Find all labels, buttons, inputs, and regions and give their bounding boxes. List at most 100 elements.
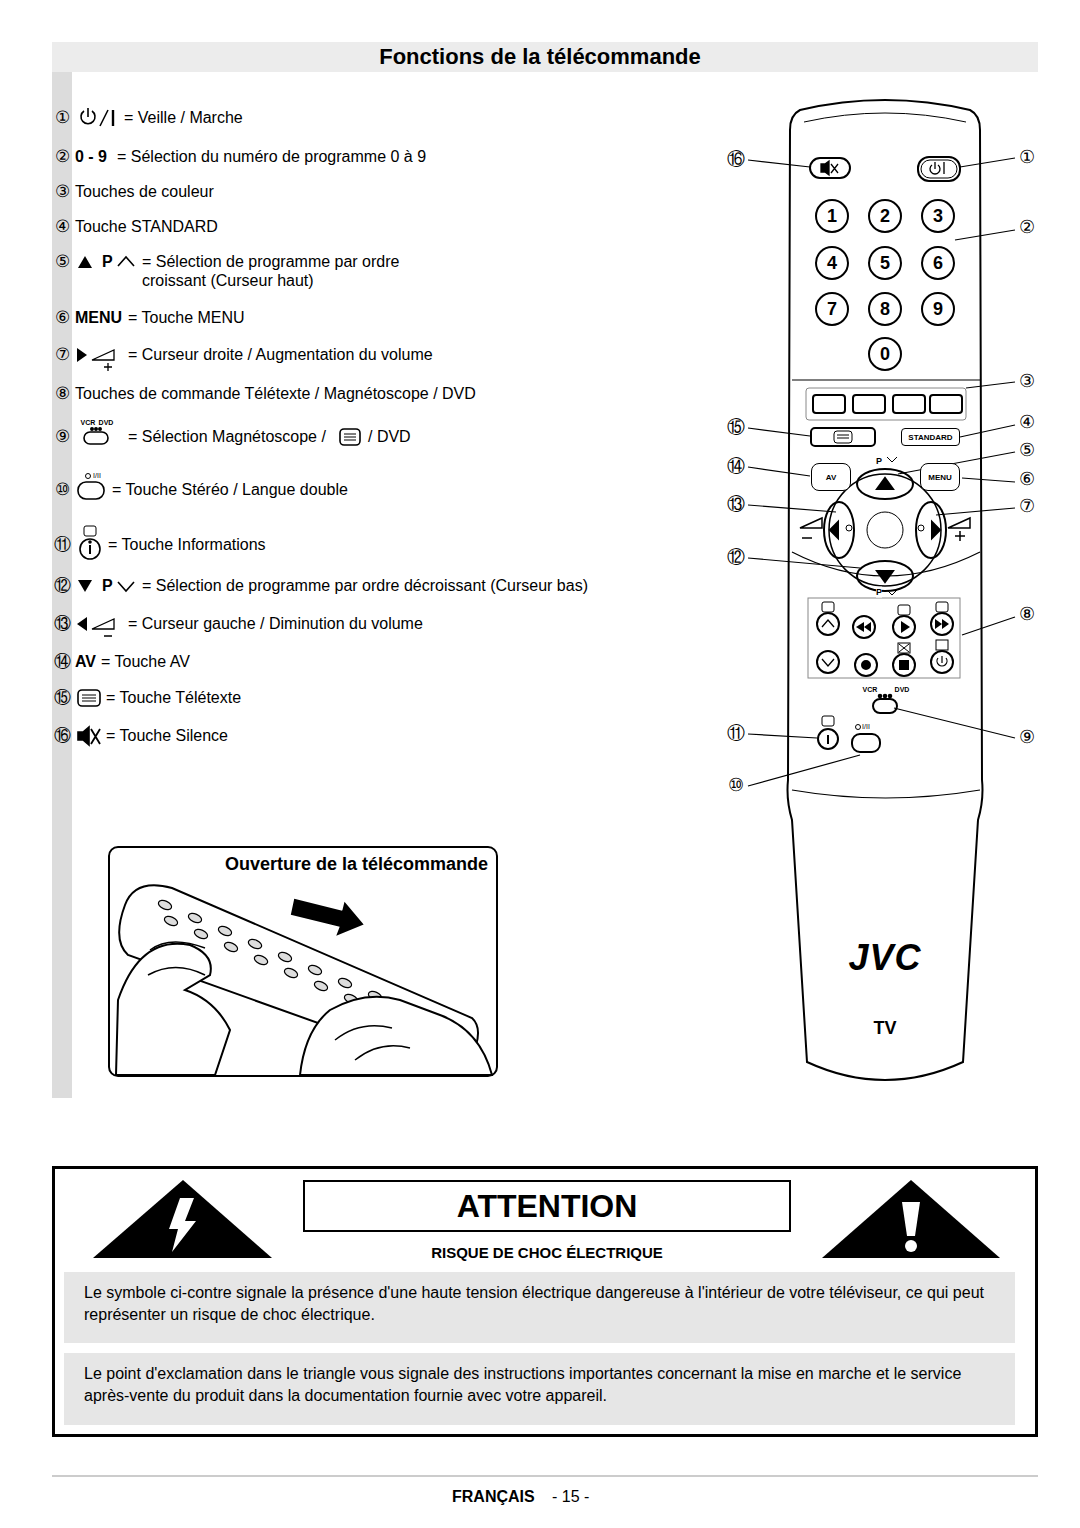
artwork-path xyxy=(118,257,134,266)
node-text: 7 xyxy=(827,299,837,320)
artwork-path xyxy=(792,379,980,380)
artwork-path xyxy=(89,545,91,554)
artwork-rect xyxy=(921,160,957,178)
artwork-path xyxy=(82,695,96,701)
artwork-rect xyxy=(853,395,885,413)
artwork-circle xyxy=(867,512,903,548)
node-text: AV xyxy=(826,473,837,482)
attention-subheading: RISQUE DE CHOC ÉLECTRIQUE xyxy=(431,1244,663,1261)
artwork-polygon xyxy=(935,619,942,629)
callout-number: ⑮ xyxy=(727,417,745,439)
callout-number: ② xyxy=(1019,217,1035,239)
artwork-circle xyxy=(855,654,877,676)
small-marking: DVD xyxy=(99,419,114,427)
callout-number: ③ xyxy=(55,182,70,202)
function-text: = Veille / Marche xyxy=(124,108,243,127)
artwork-circle xyxy=(817,613,839,635)
artwork-path xyxy=(112,110,114,126)
artwork-rect xyxy=(936,602,948,612)
artwork-rect xyxy=(822,602,834,612)
illustration-heading: Ouverture de la télécommande xyxy=(225,854,488,875)
artwork-circle xyxy=(884,695,887,698)
artwork-path xyxy=(748,428,810,436)
artwork-path xyxy=(948,518,970,541)
callout-number: ④ xyxy=(1019,412,1035,434)
artwork-rect xyxy=(340,429,360,445)
small-marking: DVD xyxy=(895,686,910,694)
artwork-rect xyxy=(52,42,1038,72)
callout-number: ① xyxy=(1019,147,1035,169)
artwork-polygon xyxy=(169,1198,196,1252)
artwork-ellipse xyxy=(163,914,179,927)
function-text: = Sélection de programme par ordre crois… xyxy=(142,252,452,290)
artwork-rect xyxy=(930,395,962,413)
callout-number: ⑩ xyxy=(728,775,744,797)
artwork-path xyxy=(804,113,966,122)
callout-number: ⑦ xyxy=(1019,496,1035,518)
artwork-path xyxy=(899,644,909,652)
callout-number: ⑪ xyxy=(54,535,71,555)
artwork-path xyxy=(300,997,492,1075)
artwork-ellipse xyxy=(337,976,353,989)
artwork-path xyxy=(822,620,834,666)
artwork-circle xyxy=(918,525,924,531)
function-text: = Sélection Magnétoscope / xyxy=(128,427,326,446)
node-text: 6 xyxy=(933,253,943,274)
artwork-circle xyxy=(856,725,861,730)
node-text: 3 xyxy=(933,206,943,227)
node-text: 8 xyxy=(880,299,890,320)
artwork-rect xyxy=(852,734,880,752)
small-marking: P xyxy=(876,587,882,598)
artwork-ellipse xyxy=(857,561,913,591)
callout-number: ⑬ xyxy=(54,614,71,634)
small-marking: P xyxy=(876,456,882,467)
function-text: AV xyxy=(75,652,96,671)
artwork-ellipse xyxy=(283,966,299,979)
artwork-rect xyxy=(808,598,960,678)
artwork-rect xyxy=(834,431,852,443)
artwork-rect xyxy=(78,482,104,499)
artwork-path xyxy=(930,162,944,174)
artwork-circle xyxy=(91,428,93,430)
function-text: - 15 - xyxy=(552,1487,589,1506)
function-text: Touches de commande Télétexte / Magnétos… xyxy=(75,384,476,403)
callout-number: ⑭ xyxy=(54,652,71,672)
artwork-circle xyxy=(846,525,852,531)
callout-number: ⑤ xyxy=(55,252,70,272)
artwork-polygon xyxy=(877,571,893,582)
artwork-path xyxy=(81,108,95,124)
artwork-circle xyxy=(99,428,101,430)
artwork-polygon xyxy=(830,522,838,538)
attention-heading: ATTENTION xyxy=(457,1188,638,1225)
artwork-circle xyxy=(931,613,953,635)
artwork-rect xyxy=(898,643,910,653)
node-text: STANDARD xyxy=(908,433,952,442)
model-mark: TV xyxy=(873,1018,896,1039)
callout-number: ⑥ xyxy=(55,308,70,328)
function-button: STANDARD xyxy=(901,428,960,446)
artwork-circle xyxy=(89,541,91,543)
callout-number: ⑧ xyxy=(1019,604,1035,626)
artwork-circle xyxy=(889,695,892,698)
function-text: = Touche AV xyxy=(101,652,190,671)
artwork-path xyxy=(748,755,860,786)
artwork-path xyxy=(748,467,810,476)
artwork-polygon xyxy=(292,900,362,934)
artwork-circle xyxy=(829,474,941,586)
node-text: 5 xyxy=(880,253,890,274)
artwork-rect xyxy=(900,661,908,669)
artwork-ellipse xyxy=(223,940,239,953)
remote-opening-illustration xyxy=(116,885,492,1075)
artwork-path xyxy=(118,582,134,591)
artwork-path xyxy=(894,708,1015,738)
function-text: Touches de couleur xyxy=(75,182,214,201)
small-marking: VCR xyxy=(81,419,96,427)
artwork-path xyxy=(792,790,980,798)
artwork-path xyxy=(960,158,1015,167)
artwork-ellipse xyxy=(253,953,269,966)
digit-button: 3 xyxy=(921,199,955,233)
artwork-polygon xyxy=(822,1180,1000,1258)
small-marking: VCR xyxy=(863,686,878,694)
artwork-circle xyxy=(931,651,953,673)
artwork-path xyxy=(837,435,849,438)
